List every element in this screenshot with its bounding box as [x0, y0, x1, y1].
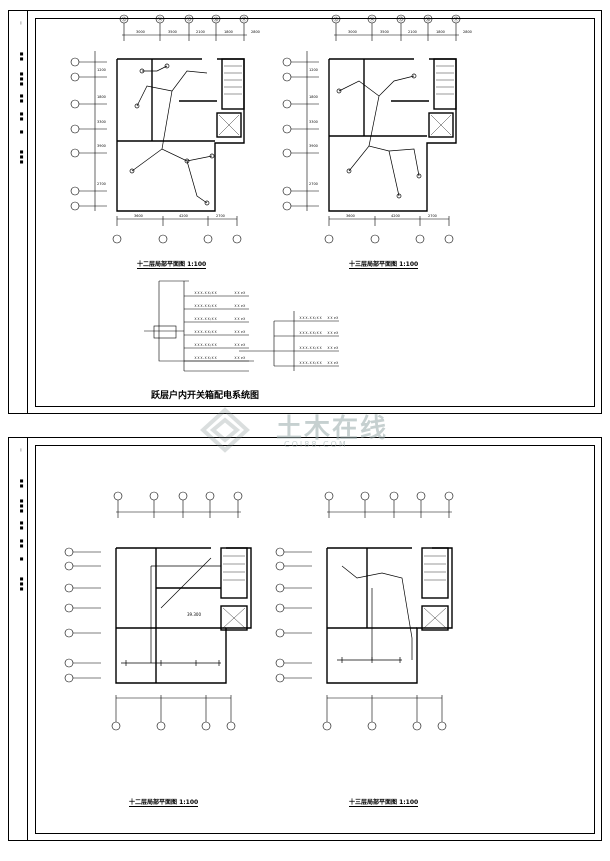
drawing-frame: [35, 445, 595, 834]
svg-text:ＸＸ PＸ: ＸＸ PＸ: [234, 317, 246, 321]
dimension-label-top: 3500: [168, 30, 177, 34]
dimension-label-left: 1800: [309, 95, 318, 99]
drawing-frame: [35, 18, 595, 407]
room-elevation-label: 39.300: [187, 612, 201, 617]
dimension-label-bottom: 3600: [134, 214, 143, 218]
dimension-label-top: 1800: [224, 30, 233, 34]
watermark-logo-icon: [200, 407, 250, 453]
svg-text:ＸＸ PＸ: ＸＸ PＸ: [234, 291, 246, 295]
caption-system-diagram: 跃层户内开关箱配电系统图: [151, 391, 260, 401]
svg-text:ＸＸ PＸ: ＸＸ PＸ: [327, 361, 339, 365]
svg-text:ＸＸＸ-ＸＸ/ＸＸ: ＸＸＸ-ＸＸ/ＸＸ: [299, 331, 322, 335]
svg-text:ＸＸＸ-ＸＸ/ＸＸ: ＸＸＸ-ＸＸ/ＸＸ: [299, 361, 322, 365]
dimension-label-left: 2700: [309, 182, 318, 186]
dimension-label-bottom: 2700: [428, 214, 437, 218]
dimension-label-left: 1800: [97, 95, 106, 99]
caption-plan-13f-bottom: 十三层局部平面图 1:100: [349, 799, 419, 807]
svg-text:ＸＸＸ-ＸＸ/ＸＸ: ＸＸＸ-ＸＸ/ＸＸ: [299, 316, 322, 320]
svg-text:ＸＸＸ-ＸＸ/ＸＸ: ＸＸＸ-ＸＸ/ＸＸ: [299, 346, 322, 350]
title-block-strip: ー ■■ ■■■ ■■ ■■ ■ ■■■: [9, 438, 28, 840]
plan-13f-top: [282, 14, 461, 244]
svg-text:ＸＸ PＸ: ＸＸ PＸ: [234, 304, 246, 308]
axis-label-top: ⑰: [454, 16, 459, 23]
svg-text:ＸＸ PＸ: ＸＸ PＸ: [327, 331, 339, 335]
dimension-label-left: 3300: [309, 120, 318, 124]
plan-13f-bottom: [275, 491, 454, 731]
dimension-label-top: 2100: [408, 30, 417, 34]
watermark-text: 土木在线: [276, 414, 389, 444]
bottom-sheet-drawing: 39.300: [64, 491, 454, 731]
watermark-subtext: COI88.COM: [284, 440, 348, 449]
caption-plan-13f-top: 十三层局部平面图 1:100: [349, 261, 419, 269]
dimension-label-left: 3300: [97, 120, 106, 124]
dimension-label-left: 3900: [309, 144, 318, 148]
axis-label-top: ⑰: [242, 16, 247, 23]
drawing-sheet-bottom: ー ■■ ■■■ ■■ ■■ ■ ■■■: [8, 437, 602, 841]
axis-label-top: ⑬: [334, 16, 339, 23]
caption-plan-12f-top: 十二层局部平面图 1:100: [137, 261, 207, 269]
dimension-label-top: 1800: [436, 30, 445, 34]
svg-text:ＸＸＸ-ＸＸ/ＸＸ: ＸＸＸ-ＸＸ/ＸＸ: [194, 317, 217, 321]
dimension-label-left: 2700: [97, 182, 106, 186]
axis-label-top: ⑯: [426, 16, 431, 23]
dimension-label-top: 3000: [348, 30, 357, 34]
axis-label-top: ⑯: [214, 16, 219, 23]
title-block-strip: ー ■■ ■■■ ■■ ■■ ■ ■■■: [9, 11, 28, 413]
axis-label-top: ⑭: [370, 16, 375, 23]
distribution-system-diagram: [144, 280, 339, 372]
svg-text:ＸＸＸ-ＸＸ/ＸＸ: ＸＸＸ-ＸＸ/ＸＸ: [194, 343, 217, 347]
svg-text:ＸＸＸ-ＸＸ/ＸＸ: ＸＸＸ-ＸＸ/ＸＸ: [194, 356, 217, 360]
axis-label-top: ⑮: [399, 16, 404, 23]
svg-text:ＸＸ PＸ: ＸＸ PＸ: [234, 356, 246, 360]
caption-plan-12f-bottom: 十二层局部平面图 1:100: [129, 799, 199, 807]
svg-text:ＸＸ PＸ: ＸＸ PＸ: [327, 346, 339, 350]
dimension-label-top: 2800: [463, 30, 472, 34]
dimension-label-left: 3900: [97, 144, 106, 148]
dimension-label-top: 3500: [380, 30, 389, 34]
drawing-sheet-top: ー ■■ ■■■ ■■ ■■ ■ ■■■: [8, 10, 602, 414]
dimension-label-top: 2100: [196, 30, 205, 34]
top-sheet-drawing: ＸＸＸ-ＸＸ/ＸＸ ＸＸ PＸ ＸＸＸ-ＸＸ/ＸＸ ＸＸ PＸ ＸＸＸ-ＸＸ/ＸＸ Ｘ…: [70, 14, 472, 372]
dimension-label-top: 2800: [251, 30, 260, 34]
axis-label-top: ⑬: [122, 16, 127, 23]
dimension-label-bottom: 2700: [216, 214, 225, 218]
svg-text:ＸＸ PＸ: ＸＸ PＸ: [234, 330, 246, 334]
dimension-label-left: 1200: [97, 68, 106, 72]
dimension-label-left: 1200: [309, 68, 318, 72]
svg-text:ＸＸＸ-ＸＸ/ＸＸ: ＸＸＸ-ＸＸ/ＸＸ: [194, 291, 217, 295]
svg-text:ＸＸＸ-ＸＸ/ＸＸ: ＸＸＸ-ＸＸ/ＸＸ: [194, 304, 217, 308]
dimension-label-bottom: 4200: [391, 214, 400, 218]
dimension-label-bottom: 3600: [346, 214, 355, 218]
plan-12f-bottom: [64, 491, 252, 731]
axis-label-top: ⑮: [187, 16, 192, 23]
dimension-label-top: 3000: [136, 30, 145, 34]
svg-text:ＸＸ PＸ: ＸＸ PＸ: [327, 316, 339, 320]
dimension-label-bottom: 4200: [179, 214, 188, 218]
svg-text:ＸＸ PＸ: ＸＸ PＸ: [234, 343, 246, 347]
axis-label-top: ⑭: [158, 16, 163, 23]
plan-12f-top: [70, 14, 249, 244]
svg-text:ＸＸＸ-ＸＸ/ＸＸ: ＸＸＸ-ＸＸ/ＸＸ: [194, 330, 217, 334]
